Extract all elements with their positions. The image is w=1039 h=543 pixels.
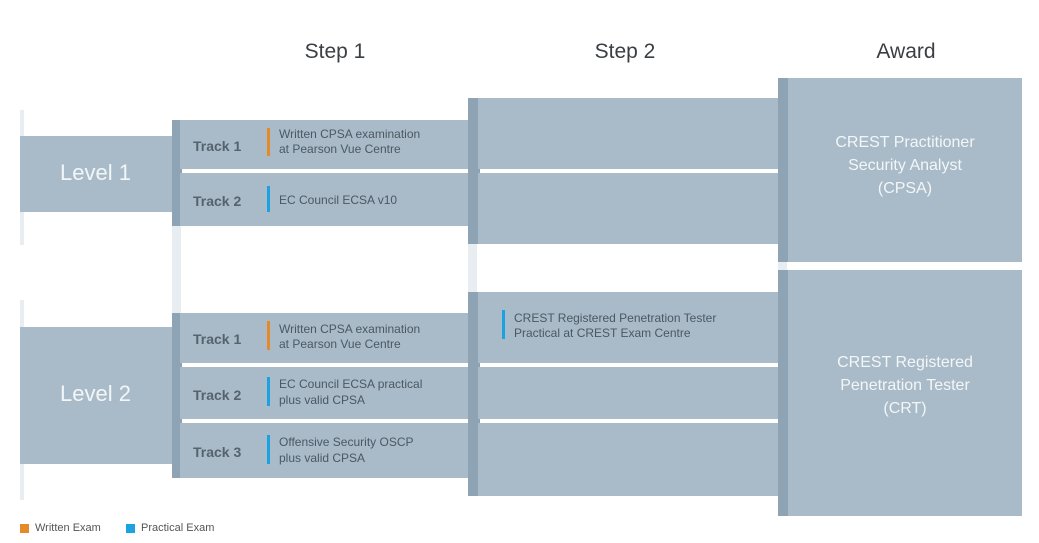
level-2-step1-edge [172,313,182,478]
level-2-step2-text-1: CREST Registered Penetration Tester [514,311,717,325]
level-1-track-2-name: Track 2 [193,193,242,209]
award-2-block [788,270,1022,516]
level-2-track-1-text-1: Written CPSA examination [279,322,421,336]
practical-marker [267,186,270,212]
legend-written-label: Written Exam [35,522,101,534]
legend-practical-label: Practical Exam [141,522,215,534]
award-2-edge [778,270,790,516]
level-2-track-1-row [180,313,470,363]
award-2-line-1: CREST Registered [837,354,973,371]
level-1-step1-edge [172,120,182,226]
practical-marker [267,435,270,464]
level-2-label: Level 2 [60,381,131,406]
step2-connector [468,244,477,294]
level-2-track-1-name: Track 1 [193,331,242,347]
level-2-track-2-text-2: plus valid CPSA [279,393,366,407]
level-2-track-3-name: Track 3 [193,444,242,460]
header-step-1: Step 1 [304,40,366,63]
level-2-step2-row-2 [478,367,778,419]
written-marker [267,128,270,156]
written-marker [267,321,270,350]
step1-connector [172,226,181,320]
level-2-block [20,327,174,464]
level-1-step2-edge [468,98,480,244]
level-2-track-2-text-1: EC Council ECSA practical [279,377,423,391]
level-1-block [20,136,174,212]
header-step-2: Step 2 [594,40,656,63]
level-2-track-2-row [180,367,470,419]
award-1-line-2: Security Analyst [848,157,962,174]
level-2-step2-text-2: Practical at CREST Exam Centre [514,326,691,340]
level-1-track-1-text-2: at Pearson Vue Centre [279,142,401,156]
level-1-track-2-row [180,173,470,226]
practical-marker [267,377,270,406]
level-2-step2-edge [468,292,480,496]
legend-written-swatch [20,524,29,533]
award-1-line-1: CREST Practitioner [835,134,975,151]
level-1-label: Level 1 [60,160,131,185]
legend-practical-swatch [126,524,135,533]
level-1-track-1-name: Track 1 [193,138,242,154]
level-1-step2-lower [478,173,778,244]
award-1-line-3: (CPSA) [877,180,933,197]
level-1-track-1-text-1: Written CPSA examination [279,127,421,141]
level-2-track-3-row [180,423,470,478]
level-2-track-3-text-2: plus valid CPSA [279,451,366,465]
award-2-line-2: Penetration Tester [840,377,970,394]
level-2-track-2-name: Track 2 [193,387,242,403]
award-2-line-3: (CRT) [883,400,927,417]
level-1-step2-upper [478,98,778,169]
practical-marker [502,310,505,339]
level-1-track-2-text-1: EC Council ECSA v10 [279,193,398,207]
level-2-track-1-text-2: at Pearson Vue Centre [279,337,401,351]
level-1-track-1-row [180,120,470,169]
award-1-block [788,78,1022,262]
header-award: Award [876,40,936,63]
level-2-step2-row-1 [478,292,778,363]
level-2-track-3-text-1: Offensive Security OSCP [279,435,414,449]
award-1-edge [778,78,790,262]
level-2-step2-row-3 [478,423,778,496]
